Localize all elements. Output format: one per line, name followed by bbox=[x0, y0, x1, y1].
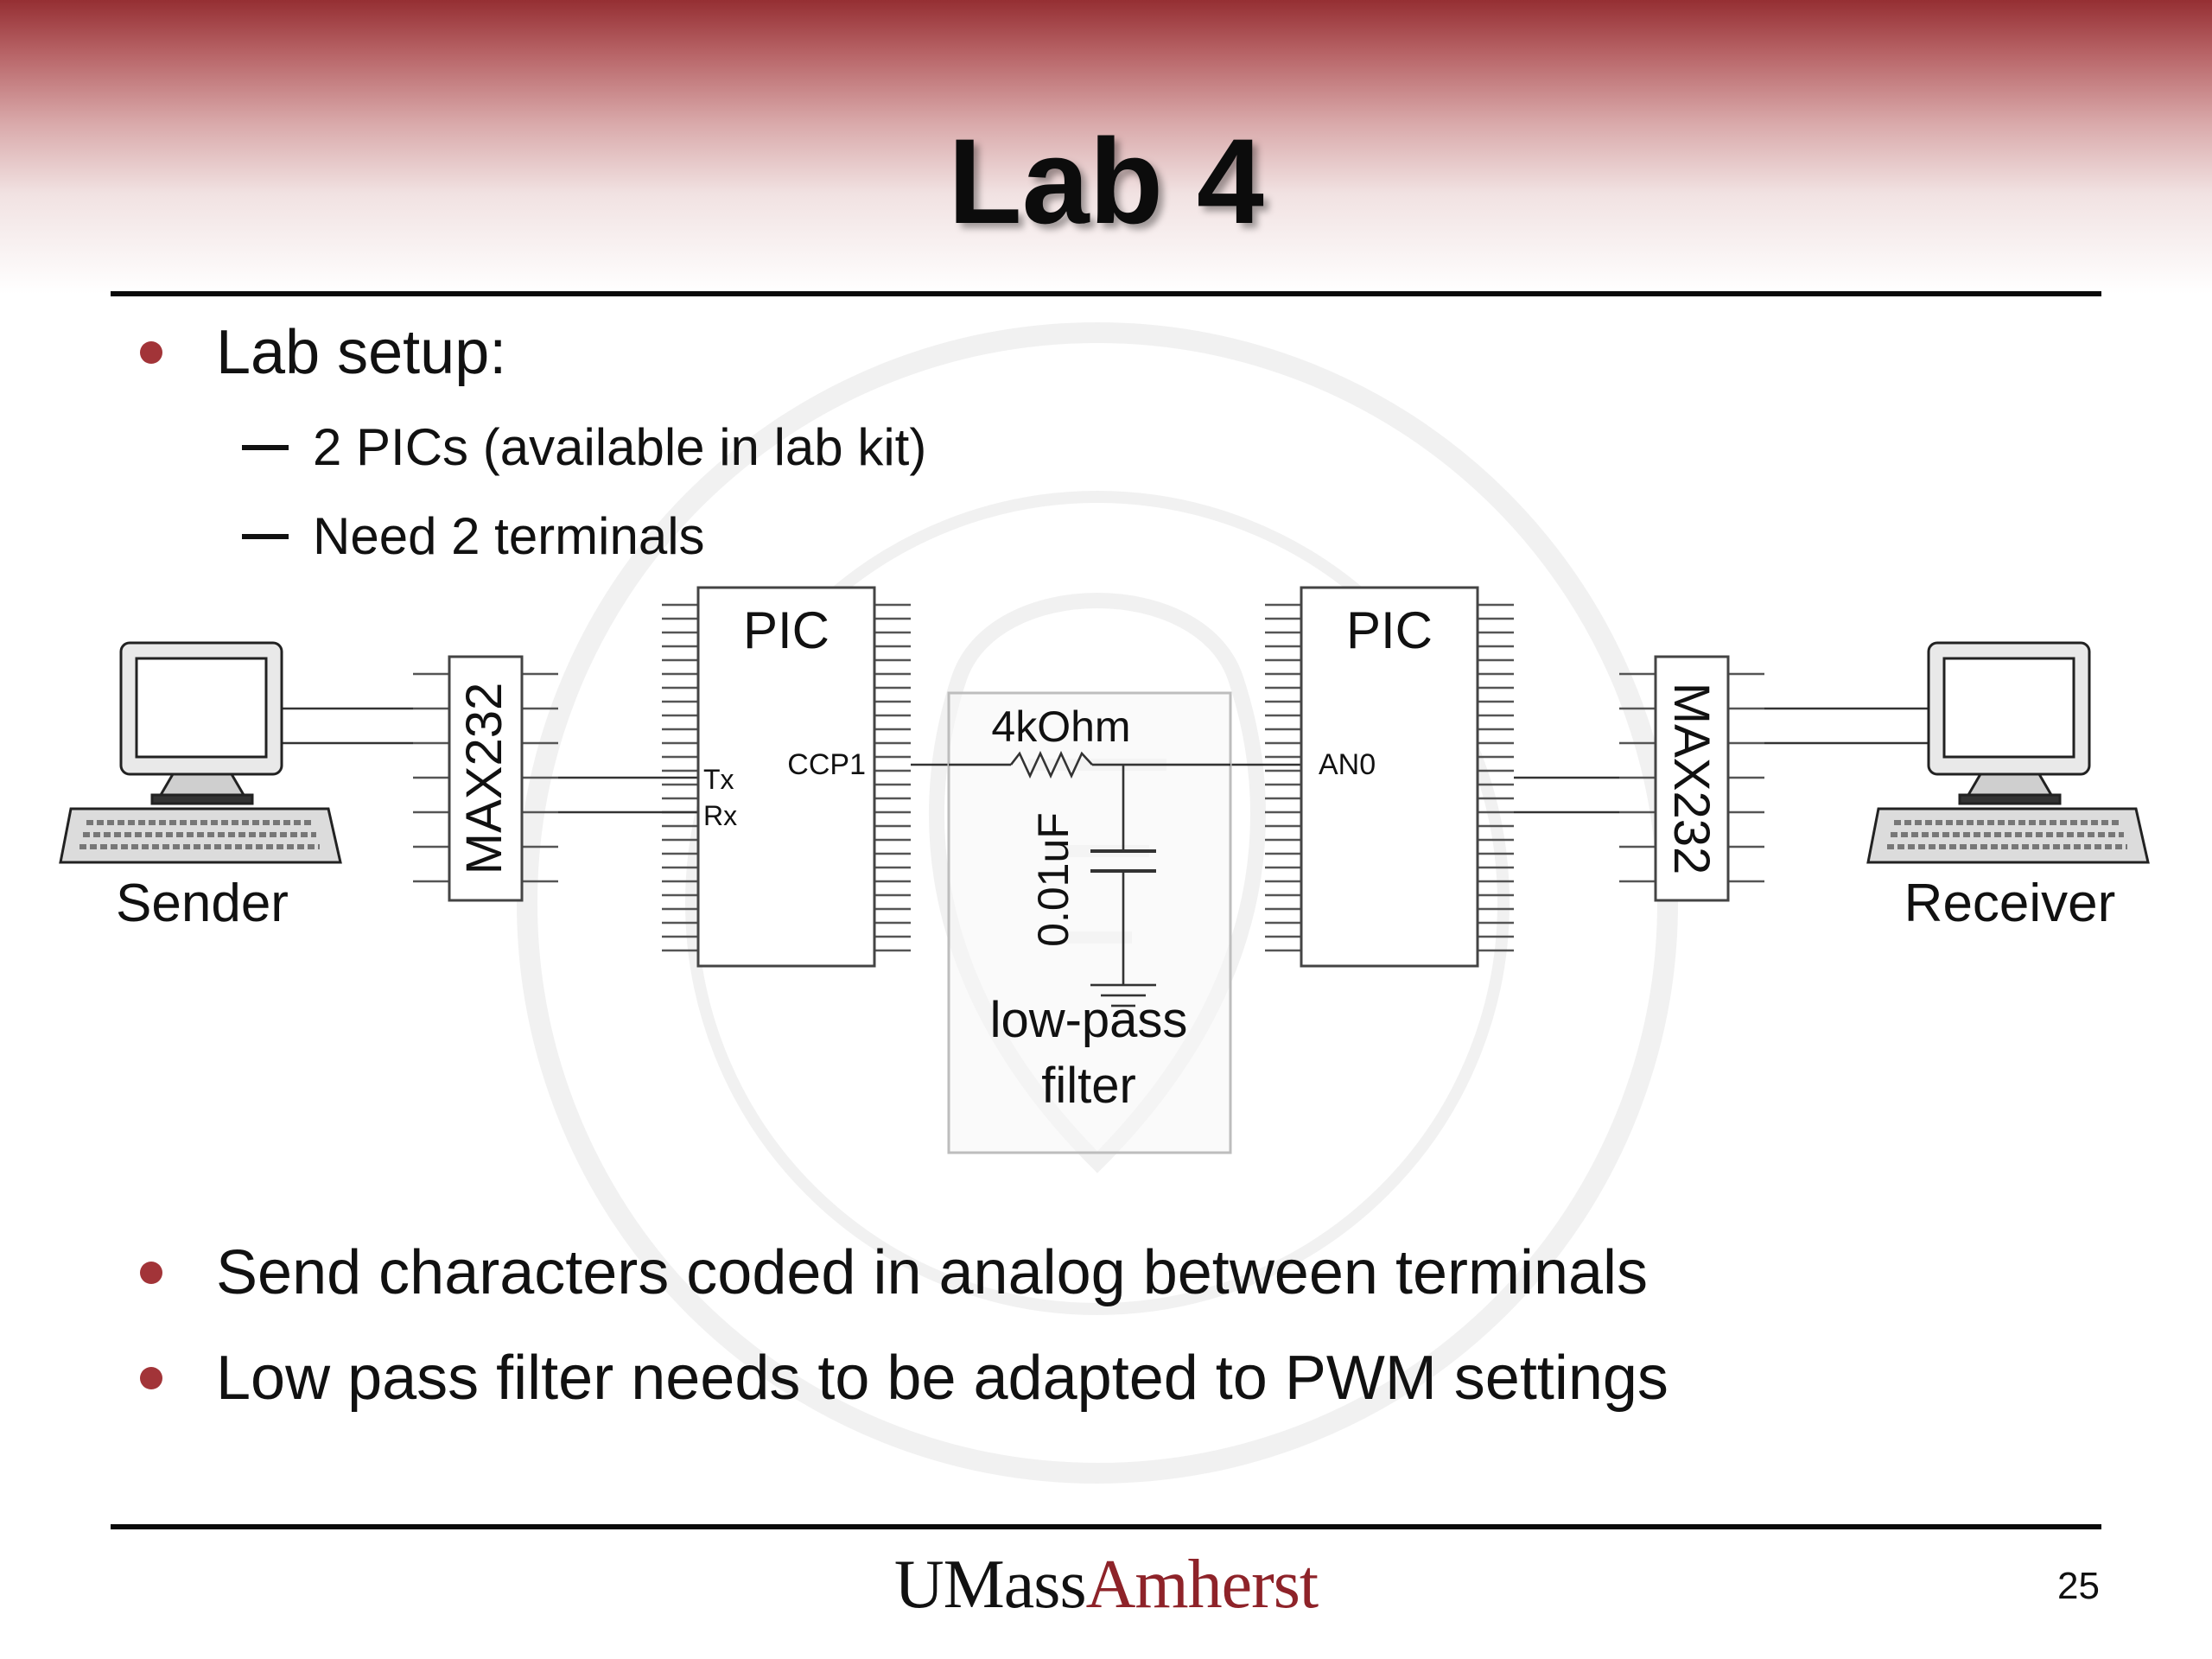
max232-left-label: MAX232 bbox=[456, 683, 512, 874]
sender-label: Sender bbox=[116, 874, 289, 933]
bullet-dot bbox=[140, 341, 162, 364]
umass-logo: UMassAmherst bbox=[0, 1541, 2212, 1628]
logo-part-amherst: Amherst bbox=[1085, 1547, 1319, 1623]
sub-bullet-item: Need 2 terminals bbox=[313, 504, 705, 569]
sub-bullet-dash bbox=[242, 445, 289, 450]
bullet-text: Low pass filter needs to be adapted to P… bbox=[216, 1344, 1669, 1413]
bullet-item: Low pass filter needs to be adapted to P… bbox=[216, 1339, 1669, 1417]
sub-bullet-item: 2 PICs (available in lab kit) bbox=[313, 415, 926, 480]
sub-bullet-text: 2 PICs (available in lab kit) bbox=[313, 418, 927, 476]
filter-label-line2: filter bbox=[1041, 1058, 1136, 1114]
resistor-value: 4kOhm bbox=[991, 702, 1130, 751]
receiver-computer-icon bbox=[1866, 641, 2150, 864]
page-number: 25 bbox=[2057, 1565, 2100, 1607]
sender-computer-icon bbox=[59, 641, 342, 864]
bullet-dot bbox=[140, 1367, 162, 1389]
page-title: Lab 4 bbox=[948, 113, 1264, 249]
pic-right-label: PIC bbox=[1346, 601, 1433, 659]
filter-label-line1: low-pass bbox=[990, 992, 1188, 1048]
pic-left-label: PIC bbox=[743, 601, 830, 659]
bullet-text: Lab setup: bbox=[216, 318, 507, 387]
pin-an0-label: AN0 bbox=[1319, 748, 1376, 781]
bullet-item: Lab setup: bbox=[216, 314, 506, 391]
footer-divider bbox=[111, 1524, 2101, 1529]
sub-bullet-text: Need 2 terminals bbox=[313, 507, 705, 565]
pin-rx-label: Rx bbox=[703, 800, 737, 831]
pin-tx-label: Tx bbox=[703, 764, 734, 795]
pic-left-chip bbox=[696, 586, 876, 968]
pin-ccp1-label: CCP1 bbox=[787, 748, 866, 781]
header-divider bbox=[111, 291, 2101, 296]
bullet-item: Send characters coded in analog between … bbox=[216, 1234, 1648, 1312]
receiver-label: Receiver bbox=[1904, 874, 2116, 933]
pic-right-chip bbox=[1300, 586, 1479, 968]
sub-bullet-dash bbox=[242, 534, 289, 539]
max232-left-chip bbox=[448, 655, 524, 902]
filter-box bbox=[947, 691, 1232, 1154]
max232-right-label: MAX232 bbox=[1663, 683, 1719, 874]
logo-part-umass: UMass bbox=[893, 1547, 1087, 1623]
max232-right-chip bbox=[1654, 655, 1730, 902]
capacitor-value: 0.01uF bbox=[1029, 812, 1077, 947]
bullet-text: Send characters coded in analog between … bbox=[216, 1238, 1649, 1307]
header-band bbox=[0, 0, 2212, 294]
bullet-dot bbox=[140, 1262, 162, 1284]
circuit-diagram: Sender Receiver PIC PIC MAX232 MAX232 Tx… bbox=[59, 586, 2150, 1154]
